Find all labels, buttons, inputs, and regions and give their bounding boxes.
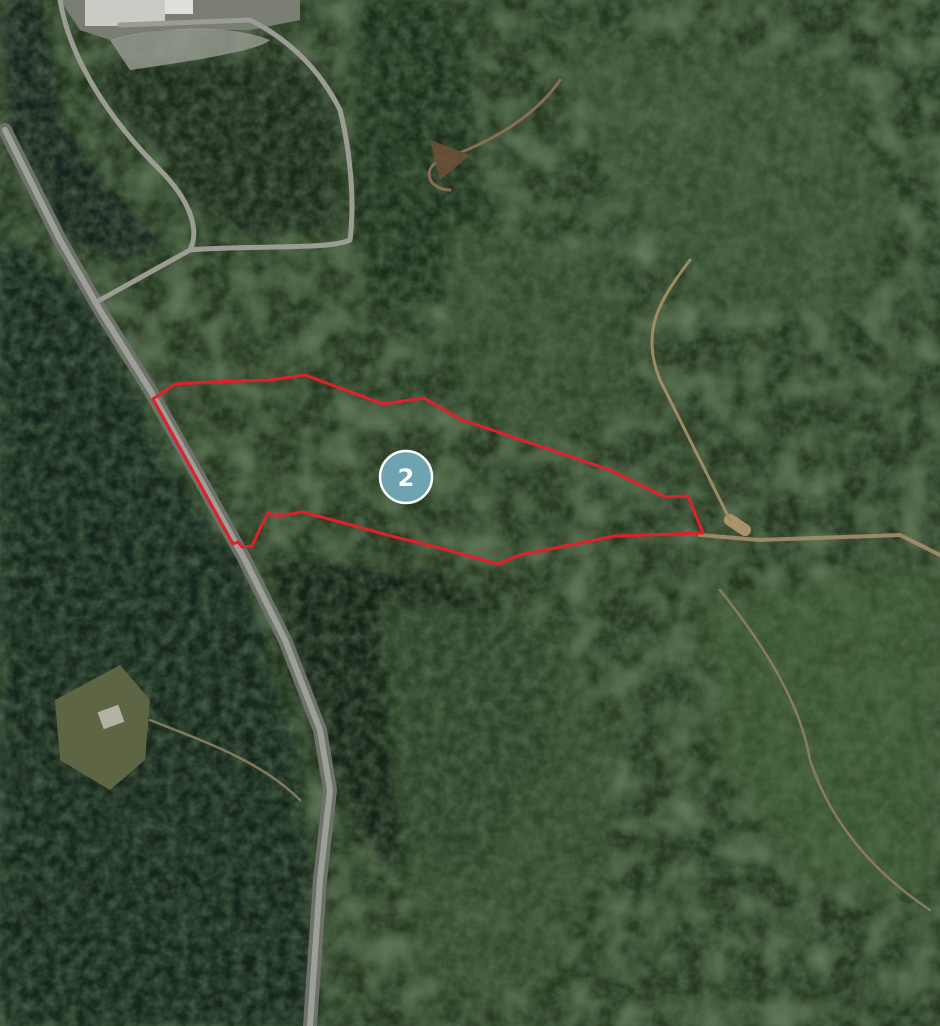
- access-road-loop: [57, 0, 355, 303]
- facility-area: [60, 0, 300, 70]
- main-road: [0, 123, 337, 1026]
- dirt-trails: [148, 78, 940, 912]
- parcel-marker-circle: [378, 449, 434, 505]
- parcel-boundary[interactable]: [151, 373, 705, 566]
- parcel-marker-label: 2: [398, 464, 415, 492]
- parcel-marker[interactable]: 2: [378, 449, 434, 505]
- clearing: [55, 665, 150, 790]
